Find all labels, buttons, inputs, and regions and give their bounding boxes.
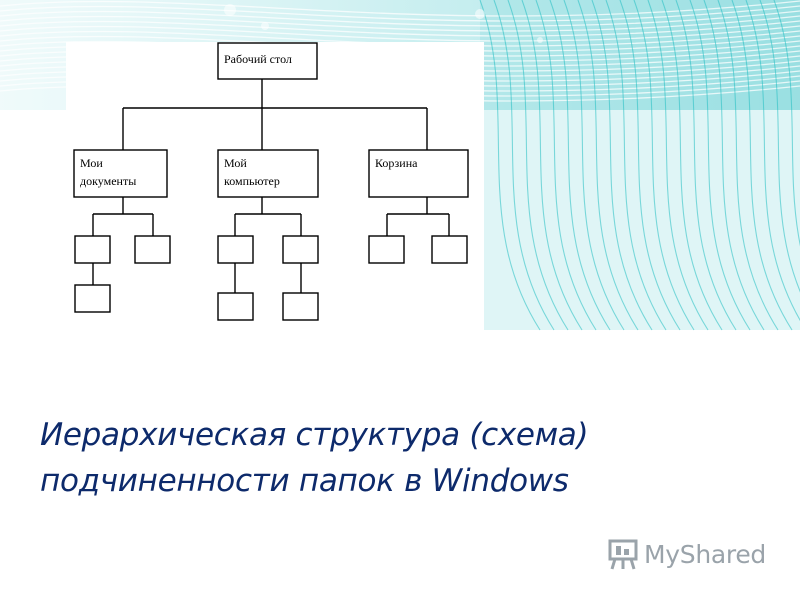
wave-line — [535, 0, 597, 331]
wave-line — [0, 25, 800, 42]
presentation-board-icon — [608, 539, 638, 570]
wave-line — [619, 0, 681, 331]
wave-line — [0, 5, 800, 22]
folder-hierarchy-diagram: Рабочий стол Мои документы Мой компьютер… — [73, 42, 469, 321]
recycle-child-box-1 — [368, 235, 405, 264]
wave-line — [703, 0, 765, 331]
wave-line — [577, 0, 639, 331]
wave-line — [563, 0, 625, 331]
wave-line — [549, 0, 611, 331]
wave-line — [493, 0, 555, 331]
diagram-panel: Рабочий стол Мои документы Мой компьютер… — [66, 42, 484, 346]
computer-grandchild-box-2 — [282, 292, 319, 321]
docs-child-box-1 — [74, 235, 111, 264]
node-computer-label-line1: Мой — [224, 156, 247, 170]
wave-line — [605, 0, 667, 331]
diagram-connectors — [92, 79, 450, 293]
slide-title-line2: подчиненности папок в Windows — [40, 463, 569, 499]
wave-line — [507, 0, 569, 331]
node-root-desktop: Рабочий стол — [217, 42, 318, 80]
wave-line — [0, 20, 800, 37]
wave-line — [0, 10, 800, 27]
computer-grandchild-box-1 — [217, 292, 254, 321]
wave-line — [689, 0, 751, 331]
wave-line — [647, 0, 709, 331]
watermark: MyShared — [606, 536, 766, 572]
node-recycle-label: Корзина — [375, 156, 418, 170]
wave-line — [759, 0, 800, 293]
watermark-text: MyShared — [644, 539, 766, 569]
wave-line — [521, 0, 583, 331]
wave-line — [0, 15, 800, 32]
recycle-child-box-2 — [431, 235, 468, 264]
wave-line — [661, 0, 723, 331]
wave-line — [591, 0, 653, 331]
wave-line — [717, 0, 779, 331]
computer-child-box-1 — [217, 235, 254, 264]
node-my-documents: Мои документы — [73, 149, 168, 198]
slide-title: Иерархическая структура (схема) подчинен… — [40, 412, 760, 504]
wave-line — [0, 0, 800, 17]
docs-grandchild-box — [74, 284, 111, 313]
wave-line — [675, 0, 737, 331]
node-docs-label-line1: Мои — [80, 156, 103, 170]
computer-child-box-2 — [282, 235, 319, 264]
node-docs-label-line2: документы — [80, 174, 136, 188]
wave-line — [745, 0, 800, 321]
slide-title-line1: Иерархическая структура (схема) — [40, 417, 589, 453]
wave-line — [773, 0, 800, 247]
node-root-label: Рабочий стол — [224, 52, 292, 66]
docs-child-box-2 — [134, 235, 171, 264]
node-recycle-bin: Корзина — [368, 149, 469, 198]
node-computer-label-line2: компьютер — [224, 174, 280, 188]
node-my-computer: Мой компьютер — [217, 149, 319, 198]
wave-line — [731, 0, 793, 331]
wave-line — [633, 0, 695, 331]
wave-line — [479, 0, 541, 331]
